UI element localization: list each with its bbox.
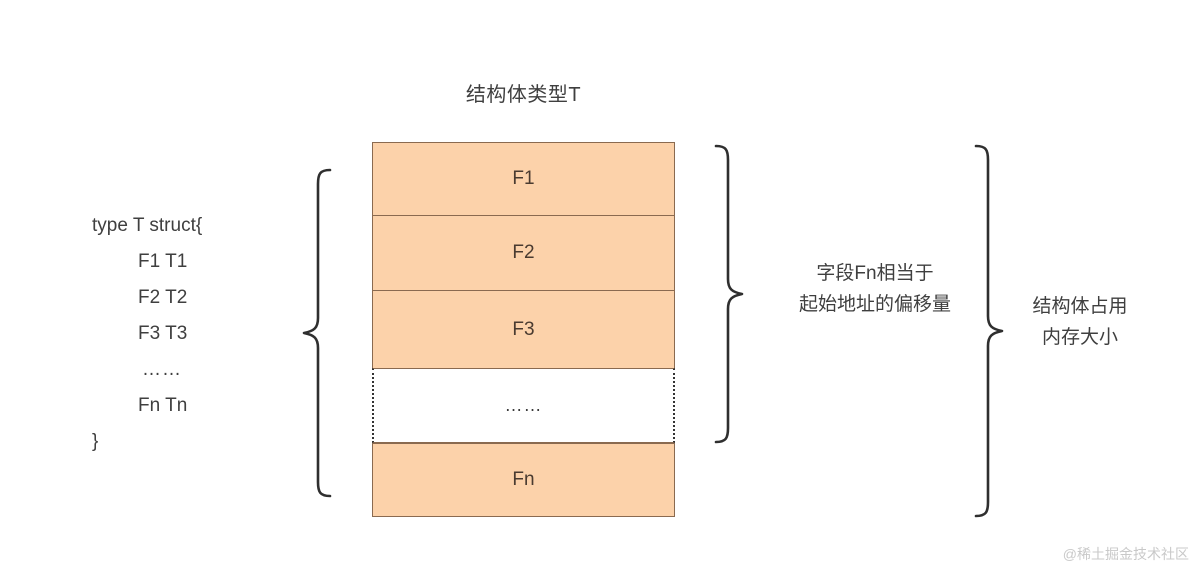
struct-memory-table: F1 F2 F3 …… Fn bbox=[372, 142, 675, 517]
code-line-2: F2 T2 bbox=[138, 287, 188, 308]
offset-annotation-line2: 起始地址的偏移量 bbox=[798, 294, 951, 315]
size-annotation-line1: 结构体占用 bbox=[1032, 296, 1128, 317]
watermark: @稀土掘金技术社区 bbox=[1062, 546, 1189, 562]
field-label: Fn bbox=[512, 469, 535, 490]
code-line-5: Fn Tn bbox=[138, 395, 188, 416]
table-row: F2 bbox=[372, 215, 675, 290]
offset-brace bbox=[712, 144, 746, 444]
code-line-3: F3 T3 bbox=[138, 323, 188, 344]
code-line-6: } bbox=[92, 431, 99, 452]
page-title: 结构体类型T bbox=[465, 84, 582, 106]
size-brace bbox=[972, 144, 1006, 518]
code-line-1: F1 T1 bbox=[138, 251, 188, 272]
code-line-0: type T struct{ bbox=[92, 215, 203, 236]
left-brace bbox=[300, 168, 334, 498]
field-label: F3 bbox=[512, 318, 535, 340]
offset-annotation-line1: 字段Fn相当于 bbox=[816, 263, 934, 284]
field-label: F1 bbox=[512, 168, 535, 189]
table-row: F1 bbox=[372, 142, 675, 215]
offset-annotation: 字段Fn相当于 起始地址的偏移量 bbox=[760, 258, 990, 320]
table-row: Fn bbox=[372, 443, 675, 517]
table-row: F3 bbox=[372, 290, 675, 368]
code-line-ellipsis: …… bbox=[142, 359, 182, 380]
field-label: F2 bbox=[512, 242, 535, 263]
table-row-ellipsis: …… bbox=[372, 368, 675, 443]
struct-code-block: type T struct{ F1 T1 F2 T2 F3 T3 …… Fn T… bbox=[60, 208, 290, 460]
size-annotation-line2: 内存大小 bbox=[1041, 327, 1118, 348]
field-label: …… bbox=[504, 395, 543, 415]
size-annotation: 结构体占用 内存大小 bbox=[1000, 291, 1160, 353]
